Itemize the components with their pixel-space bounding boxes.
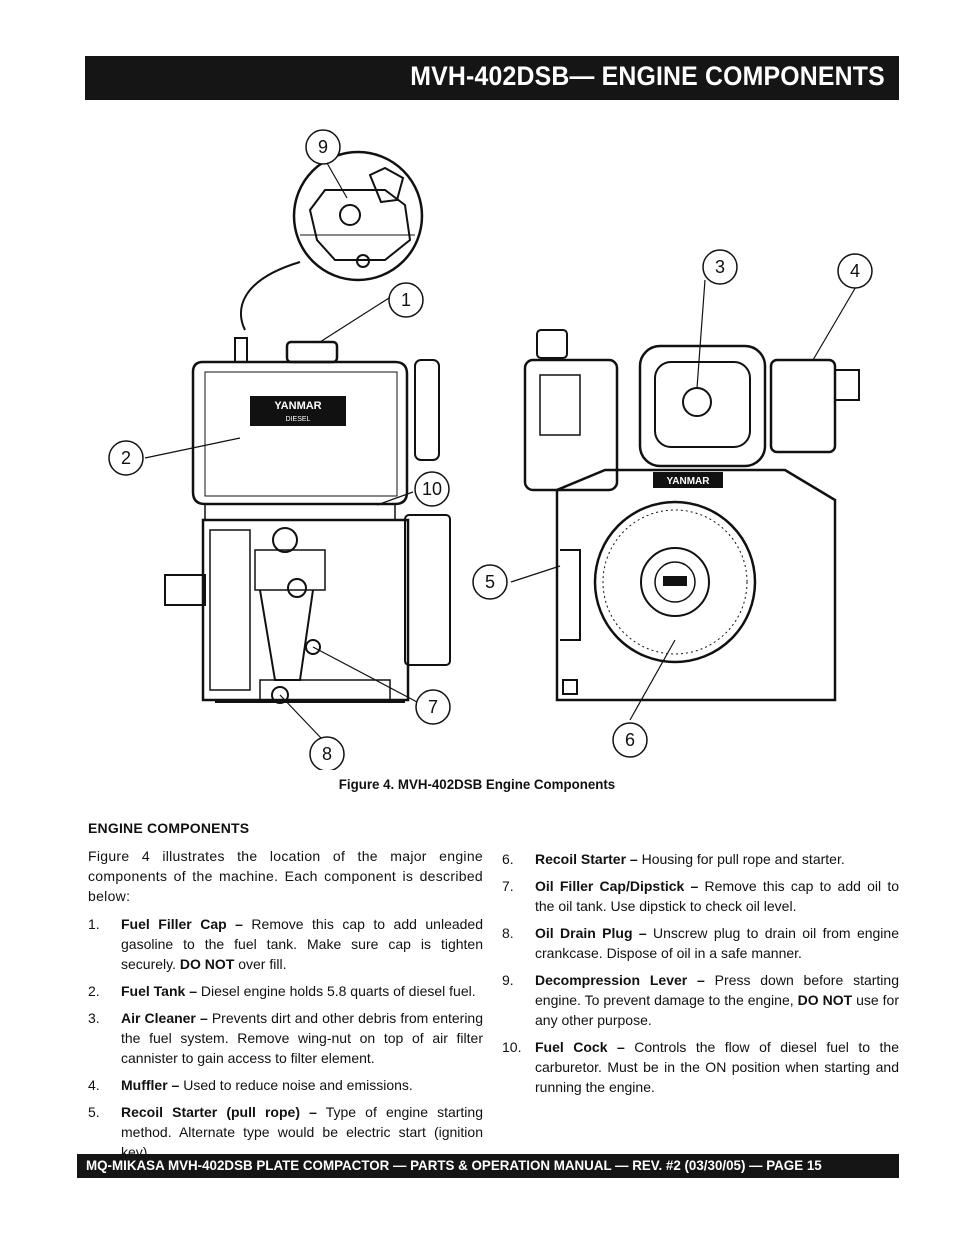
callout-label-7: 7 — [428, 697, 438, 717]
callout-label-3: 3 — [715, 257, 725, 277]
item-term: Fuel Tank – — [121, 983, 197, 999]
engine-front-view: YANMAR — [523, 329, 860, 702]
item-term: Muffler – — [121, 1077, 180, 1093]
diesel-label-side: DIESEL — [286, 416, 311, 423]
page-header-bar: MVH-402DSB— ENGINE COMPONENTS — [85, 56, 899, 100]
item-term: Air Cleaner – — [121, 1010, 208, 1026]
callout-8 — [309, 736, 345, 770]
item-number: 4. — [88, 1077, 100, 1093]
callout-4 — [837, 253, 873, 289]
callout-label-1: 1 — [401, 290, 411, 310]
callout-2 — [108, 440, 144, 476]
callout-10 — [414, 471, 450, 507]
item-emphasis: DO NOT — [179, 956, 235, 972]
engine-components-figure: YANMAR DIESEL — [85, 120, 899, 770]
callout-label-2: 2 — [121, 448, 131, 468]
footer-text: MQ-MIKASA MVH-402DSB PLATE COMPACTOR — P… — [86, 1157, 822, 1173]
item-number: 2. — [88, 983, 100, 999]
callout-label-10: 10 — [422, 479, 442, 499]
item-number: 9. — [502, 972, 514, 988]
item-description: Housing for pull rope and starter. — [637, 851, 845, 867]
yanmar-logo-front: YANMAR — [667, 476, 711, 487]
list-item: 6. Recoil Starter – Housing for pull rope… — [502, 849, 899, 869]
item-description: Controls the flow of diesel fuel to the … — [535, 1039, 899, 1095]
item-number: 3. — [88, 1010, 100, 1026]
list-item: 1. Fuel Filler Cap – Remove this cap to a… — [88, 914, 483, 974]
callout-5 — [472, 564, 508, 600]
callout-label-9: 9 — [318, 137, 328, 157]
item-description: Remove this cap to add oil to the oil ta… — [535, 878, 899, 914]
callout-label-8: 8 — [322, 744, 332, 764]
engine-illustration: YANMAR DIESEL — [108, 129, 873, 770]
item-term: Recoil Starter (pull rope) – — [121, 1104, 317, 1120]
item-number: 7. — [502, 878, 514, 894]
figure-caption: Figure 4. MVH-402DSB Engine Components — [338, 776, 616, 792]
callout-1 — [388, 282, 424, 318]
list-item: 10. Fuel Cock – Controls the flow of dies… — [502, 1037, 899, 1097]
item-term: Recoil Starter – — [535, 851, 638, 867]
item-number: 10. — [502, 1039, 522, 1055]
list-item: 4. Muffler – Used to reduce noise and emi… — [88, 1075, 483, 1095]
item-emphasis: DO NOT — [797, 992, 853, 1008]
callout-3 — [702, 249, 738, 285]
item-description: Diesel engine holds 5.8 quarts of diesel… — [196, 983, 476, 999]
item-description: Press down before starting engine. To pr… — [535, 972, 899, 1008]
page-title: MVH-402DSB— ENGINE COMPONENTS — [410, 61, 885, 91]
item-description: Used to reduce noise and emissions. — [179, 1077, 413, 1093]
item-description: Type of engine starting method. Alternat… — [121, 1104, 483, 1160]
item-description: Unscrew plug to drain oil from engine cr… — [535, 925, 899, 961]
callout-label-4: 4 — [850, 261, 860, 281]
intro-paragraph: Figure 4 illustrates the location of the… — [88, 848, 483, 904]
leader-lines — [144, 155, 858, 739]
item-description: Remove this cap to add unleaded gasoline… — [121, 916, 483, 972]
decompression-inset — [239, 150, 424, 331]
engine-side-view: YANMAR DIESEL — [164, 337, 451, 704]
callout-6 — [612, 722, 648, 758]
item-number: 5. — [88, 1104, 100, 1120]
item-description-cont: over fill. — [234, 956, 287, 972]
item-term: Decompression Lever – — [535, 972, 705, 988]
item-description: Prevents dirt and other debris from ente… — [121, 1010, 484, 1066]
callout-7 — [415, 689, 451, 725]
list-item: 7. Oil Filler Cap/Dipstick – Remove this … — [502, 876, 899, 916]
item-description-cont: use for any other purpose. — [535, 992, 899, 1028]
list-item: 5. Recoil Starter (pull rope) – Type of e… — [88, 1102, 483, 1162]
yanmar-logo-side: YANMAR — [274, 400, 321, 412]
right-column: 6. Recoil Starter – Housing for pull rope… — [502, 849, 899, 1104]
item-term: Fuel Cock – — [535, 1039, 625, 1055]
item-number: 6. — [502, 851, 514, 867]
page-footer-bar: MQ-MIKASA MVH-402DSB PLATE COMPACTOR — P… — [77, 1154, 899, 1178]
item-number: 1. — [88, 916, 100, 932]
list-item: 3. Air Cleaner – Prevents dirt and other … — [88, 1008, 483, 1068]
item-term: Oil Filler Cap/Dipstick – — [535, 878, 699, 894]
left-column: Figure 4 illustrates the location of the… — [88, 846, 483, 1169]
callout-label-6: 6 — [625, 730, 635, 750]
item-term: Fuel Filler Cap – — [121, 916, 243, 932]
list-item: 8. Oil Drain Plug – Unscrew plug to drain… — [502, 923, 899, 963]
callouts — [108, 129, 873, 770]
item-number: 8. — [502, 925, 514, 941]
list-item: 2. Fuel Tank – Diesel engine holds 5.8 qu… — [88, 981, 483, 1001]
item-term: Oil Drain Plug – — [535, 925, 647, 941]
list-item: 9. Decompression Lever – Press down befor… — [502, 970, 899, 1030]
section-heading: ENGINE COMPONENTS — [88, 820, 250, 836]
callout-label-5: 5 — [485, 572, 495, 592]
callout-9 — [305, 129, 341, 165]
